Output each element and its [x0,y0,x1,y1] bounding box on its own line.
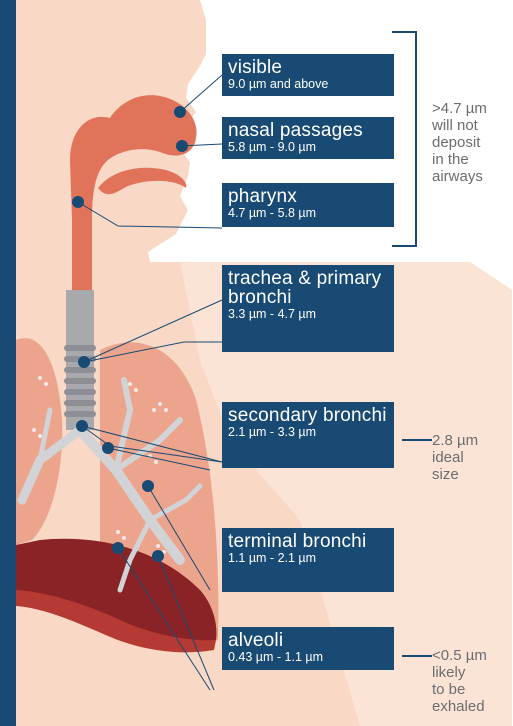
note-upper-airways: >4.7 µm will not deposit in the airways [432,100,487,185]
note-line: deposit [432,134,487,151]
label-title: secondary bronchi [228,406,388,425]
note-ideal-size: 2.8 µm ideal size [432,432,478,483]
note-line: to be [432,681,487,698]
note-line: size [432,466,478,483]
label-title: alveoli [228,631,388,650]
label-range: 5.8 µm - 9.0 µm [228,140,388,154]
note-line: likely [432,664,487,681]
note-line: in the [432,151,487,168]
note-exhaled: <0.5 µm likely to be exhaled [432,647,487,715]
label-secondary-bronchi: secondary bronchi 2.1 µm - 3.3 µm [222,402,394,468]
label-range: 9.0 µm and above [228,77,388,91]
label-title: visible [228,58,388,77]
label-title: pharynx [228,187,388,206]
label-range: 4.7 µm - 5.8 µm [228,206,388,220]
label-nasal-passages: nasal passages 5.8 µm - 9.0 µm [222,117,394,159]
label-title: trachea & primary bronchi [228,269,388,307]
label-range: 3.3 µm - 4.7 µm [228,307,388,321]
left-border [0,0,16,726]
label-pharynx: pharynx 4.7 µm - 5.8 µm [222,183,394,227]
label-title: nasal passages [228,121,388,140]
note-line: airways [432,168,487,185]
note-line: <0.5 µm [432,647,487,664]
label-alveoli: alveoli 0.43 µm - 1.1 µm [222,627,394,670]
label-terminal-bronchi: terminal bronchi 1.1 µm - 2.1 µm [222,528,394,592]
note-line: exhaled [432,698,487,715]
label-range: 2.1 µm - 3.3 µm [228,425,388,439]
upper-bracket [392,32,416,246]
note-line: will not [432,117,487,134]
note-line: >4.7 µm [432,100,487,117]
label-visible: visible 9.0 µm and above [222,54,394,96]
note-line: 2.8 µm [432,432,478,449]
label-title: terminal bronchi [228,532,388,551]
label-range: 1.1 µm - 2.1 µm [228,551,388,565]
label-trachea: trachea & primary bronchi 3.3 µm - 4.7 µ… [222,265,394,352]
note-line: ideal [432,449,478,466]
label-range: 0.43 µm - 1.1 µm [228,650,388,664]
